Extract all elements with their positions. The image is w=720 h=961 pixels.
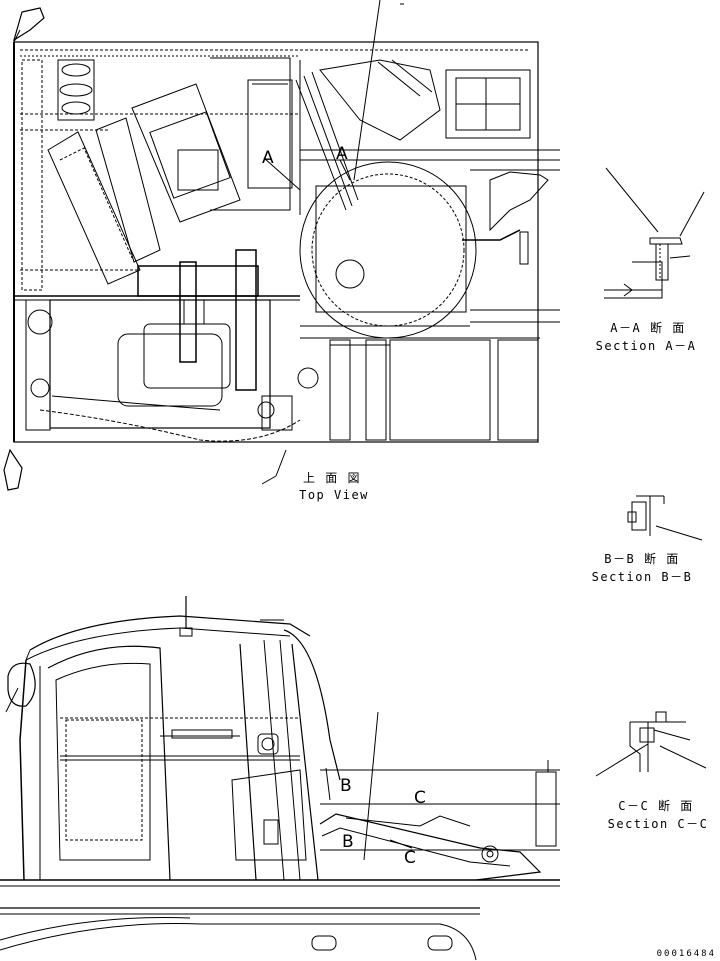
section-aa-title-en: Section A－A <box>595 339 697 353</box>
section-cc-title-en: Section C－C <box>607 817 709 831</box>
top-view-title-jp: 上 面 図 <box>303 471 361 485</box>
section-bb-title-en: Section B－B <box>591 570 693 584</box>
marker-a-upper: A <box>262 148 274 168</box>
marker-c-lower: C <box>404 848 416 868</box>
section-cc-drawing <box>595 711 707 777</box>
side-view-drawing <box>0 596 560 961</box>
section-aa-title-jp: A－A 断 面 <box>610 321 686 335</box>
top-view-title-en: Top View <box>299 488 369 502</box>
marker-b-upper: B <box>340 776 352 796</box>
document-number: 00016484 <box>656 949 716 959</box>
top-view-drawing <box>3 0 560 491</box>
marker-a-lower: A <box>336 144 348 164</box>
section-cc-title-jp: C－C 断 面 <box>618 799 694 813</box>
section-bb-drawing <box>627 495 703 541</box>
section-aa-drawing <box>604 167 705 299</box>
marker-c-upper: C <box>414 788 426 808</box>
section-bb-title-jp: B－B 断 面 <box>604 552 680 566</box>
marker-b-lower: B <box>342 832 354 852</box>
